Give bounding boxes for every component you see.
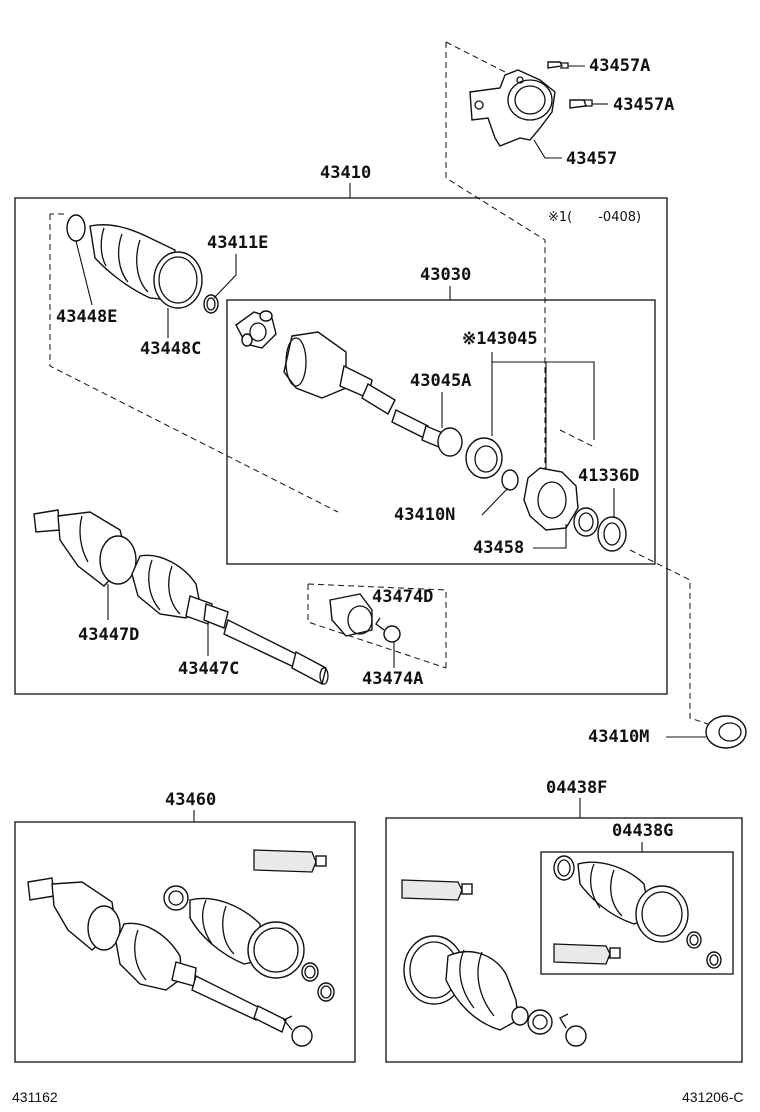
label-43410N: 43410N: [394, 505, 455, 525]
label-43410: 43410: [320, 163, 371, 183]
bracket-43457-drawing: [469, 61, 593, 147]
box-04438F: [385, 817, 743, 1063]
kit-04438F-drawing: [401, 879, 587, 1047]
tripod-drawing: [235, 310, 277, 349]
box-43460: [14, 821, 356, 1063]
damper-drawing: [329, 593, 401, 643]
footer-right-code: 431206-C: [682, 1089, 744, 1105]
box-43410: [14, 197, 668, 695]
outboard-shaft-drawing: [33, 509, 329, 686]
label-04438F: 04438F: [546, 778, 607, 798]
label-43457A-upper: 43457A: [589, 56, 650, 76]
label-43448C: 43448C: [140, 339, 201, 359]
bearing-43410M-drawing: [705, 715, 747, 749]
footer-left-code: 431162: [12, 1089, 58, 1105]
box-04438G: [540, 851, 734, 975]
label-43458: 43458: [473, 538, 524, 558]
boot-43448-drawing: [66, 214, 219, 314]
inboard-joint-drawing: [283, 331, 503, 479]
label-43411E: 43411E: [207, 233, 268, 253]
note-applicability: ※1( -0408): [548, 210, 641, 225]
label-43474D: 43474D: [372, 587, 433, 607]
label-43030: 43030: [420, 265, 471, 285]
label-43448E: 43448E: [56, 307, 117, 327]
label-43460: 43460: [165, 790, 216, 810]
kit-04438G-drawing: [553, 855, 722, 969]
label-43045-set: ※143045: [462, 329, 538, 349]
label-43474A: 43474A: [362, 669, 423, 689]
label-43447C: 43447C: [178, 659, 239, 679]
box-43030: [226, 299, 656, 565]
label-04438G: 04438G: [612, 821, 673, 841]
label-41336D: 41336D: [578, 466, 639, 486]
kit-43460-drawing: [27, 849, 335, 1047]
label-43457A-lower: 43457A: [613, 95, 674, 115]
label-43457: 43457: [566, 149, 617, 169]
label-43447D: 43447D: [78, 625, 139, 645]
label-43045A: 43045A: [410, 371, 471, 391]
bearing-bracket-drawing: [501, 467, 627, 552]
label-43410M: 43410M: [588, 727, 649, 747]
